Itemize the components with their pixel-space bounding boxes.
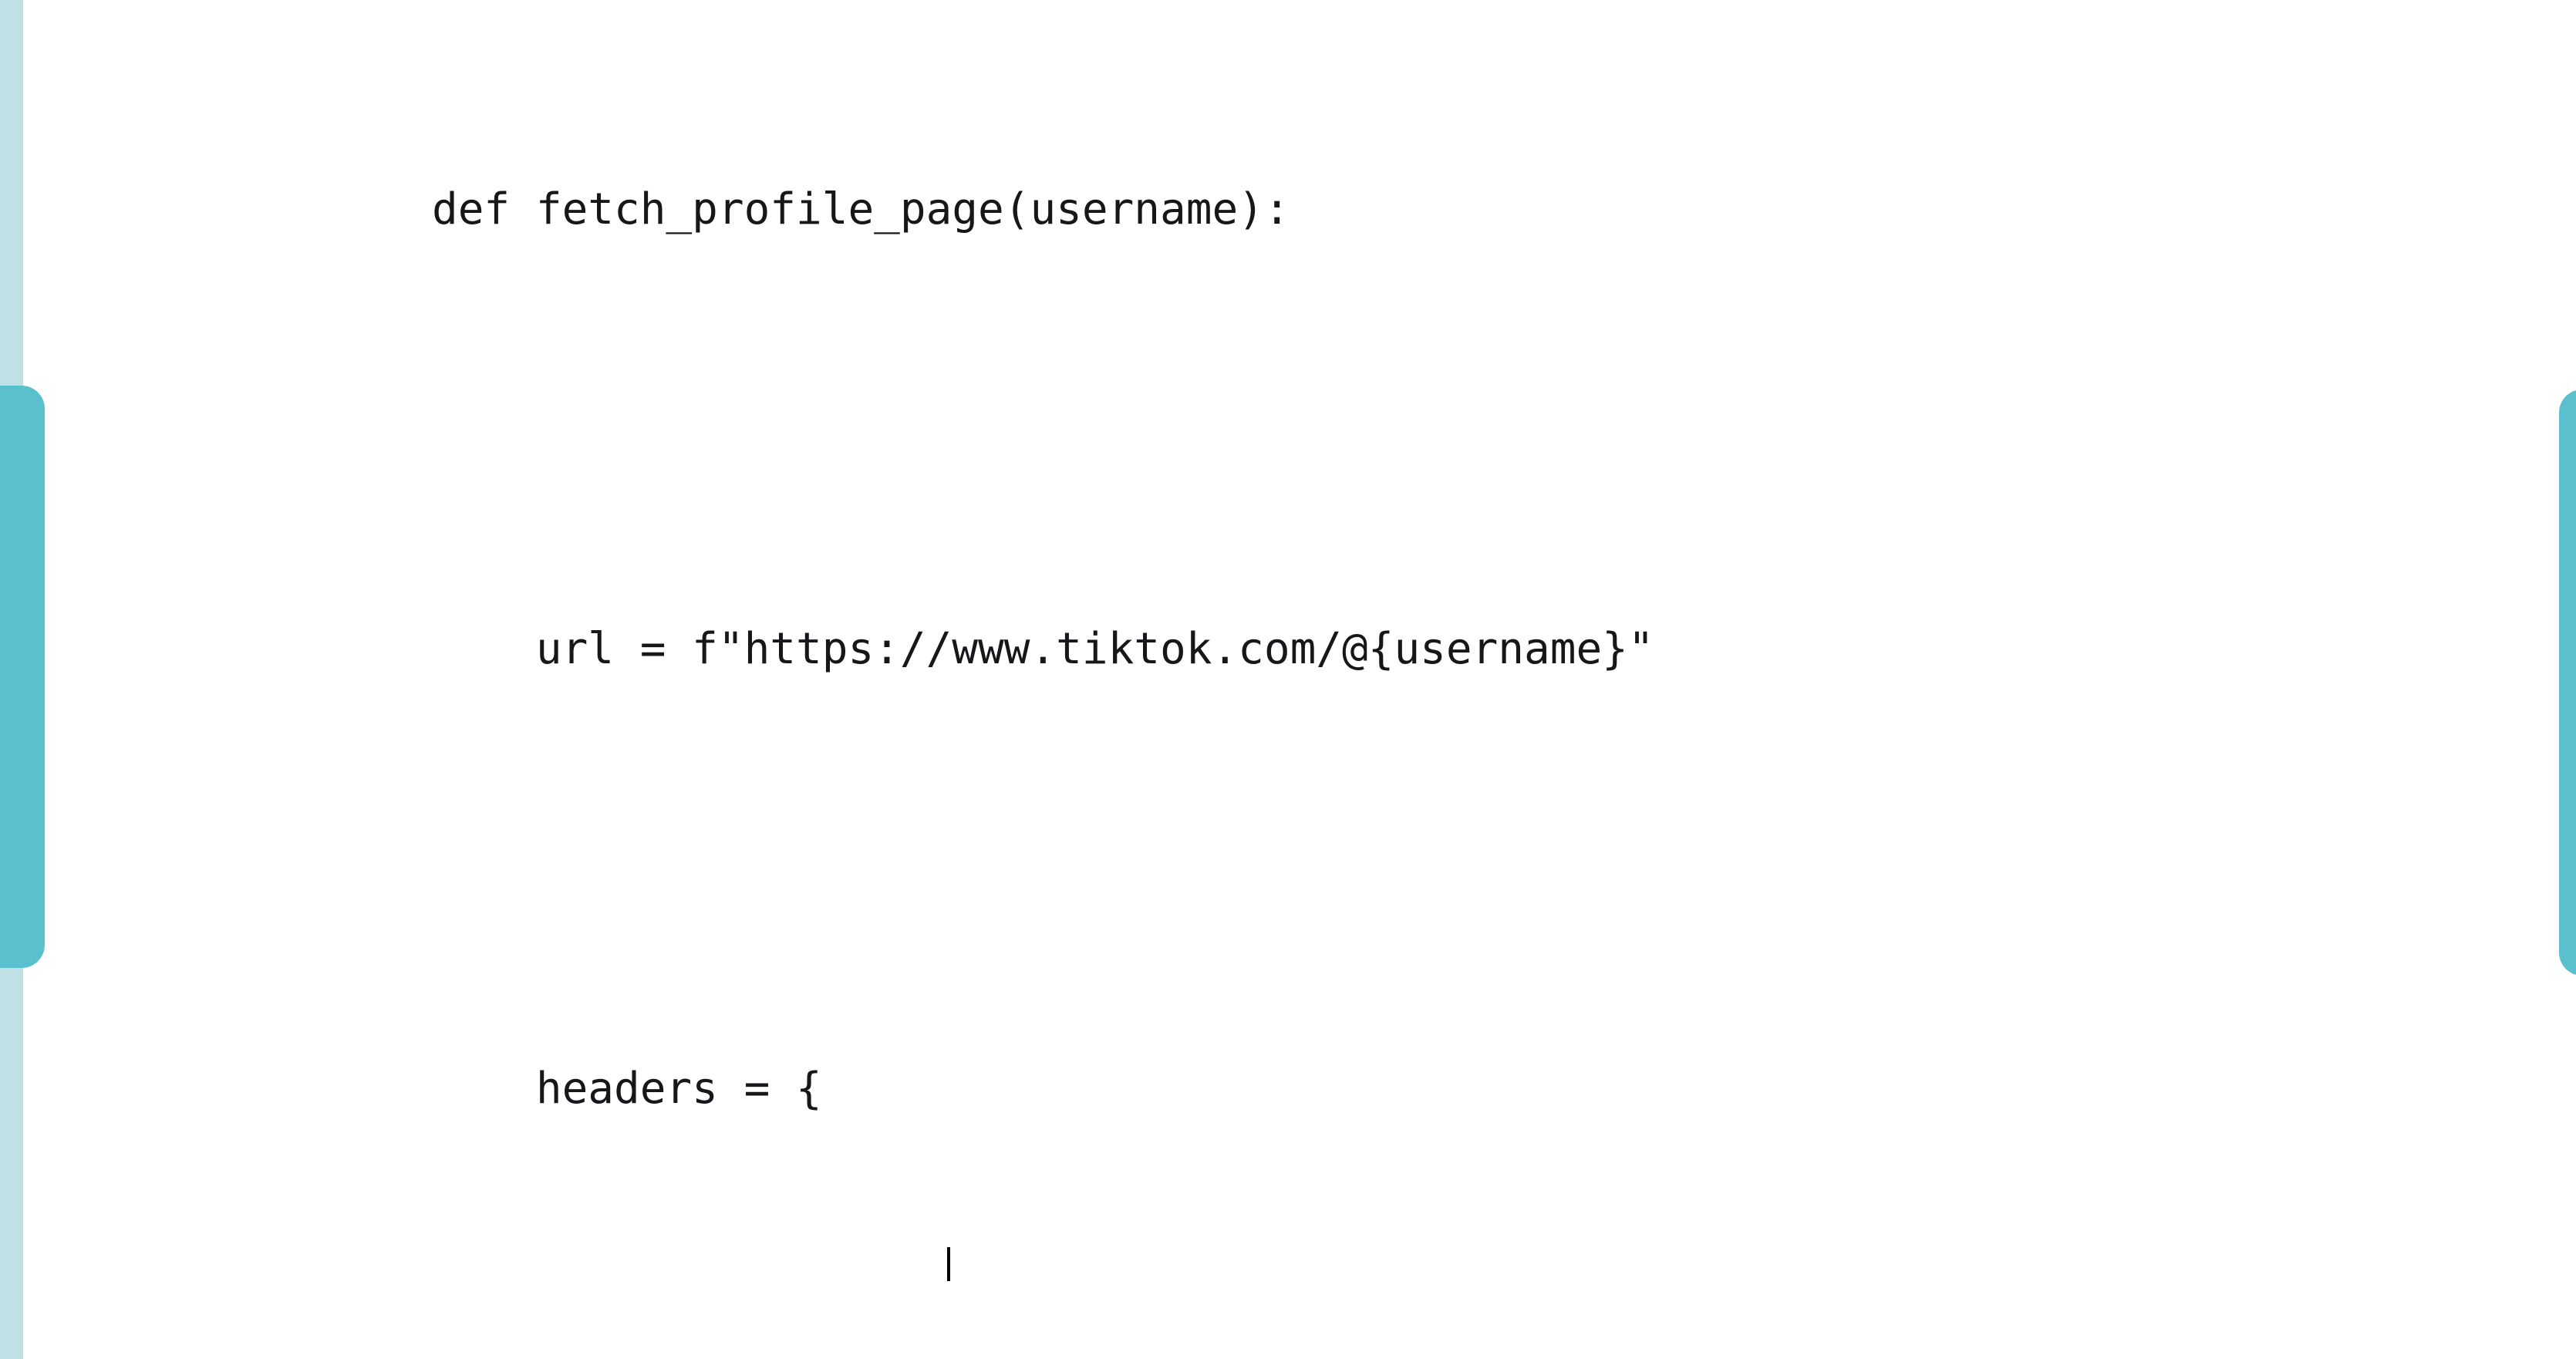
code-line: url = f"https://www.tiktok.com/@{usernam… bbox=[432, 624, 1654, 674]
code-line: def fetch_profile_page(username): bbox=[432, 184, 1290, 234]
left-scrollbar-thumb[interactable] bbox=[0, 386, 45, 968]
code-block[interactable]: def fetch_profile_page(username): url = … bbox=[432, 0, 2499, 1359]
right-scrollbar-thumb[interactable] bbox=[2559, 389, 2576, 976]
code-line: headers = { bbox=[432, 1064, 822, 1114]
text-caret bbox=[947, 1247, 950, 1281]
code-line bbox=[432, 832, 2499, 905]
code-line bbox=[432, 1272, 2499, 1345]
code-line bbox=[432, 393, 2499, 466]
